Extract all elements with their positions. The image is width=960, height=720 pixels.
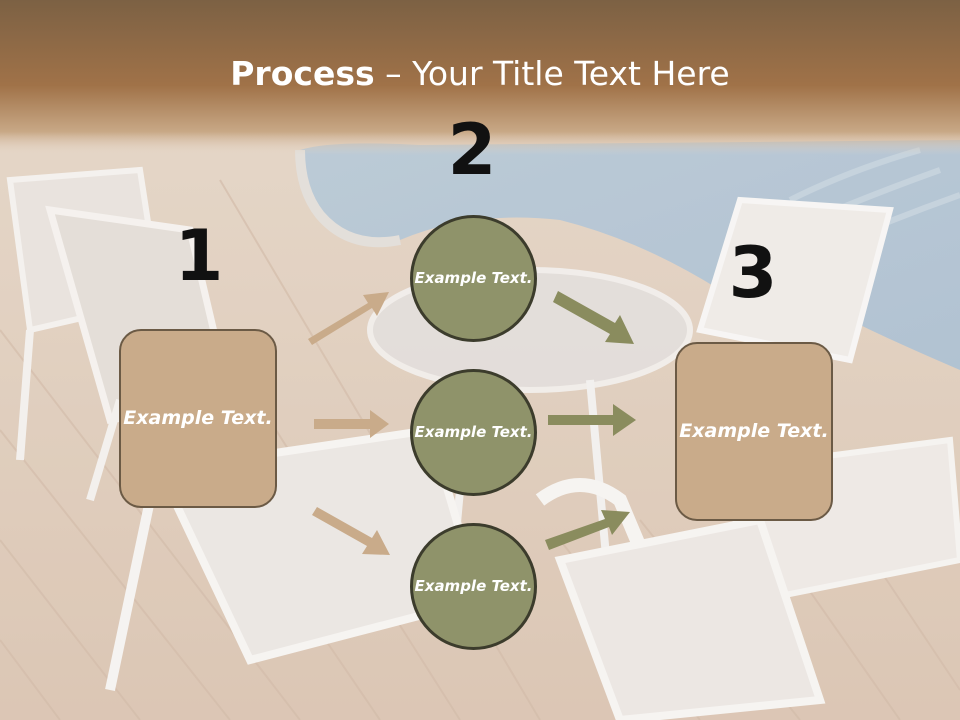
step-number-1: 1	[174, 215, 224, 297]
step3-box-label: Example Text.	[679, 420, 829, 442]
step1-box[interactable]: Example Text.	[119, 329, 277, 508]
step2-circle-1[interactable]: Example Text.	[410, 215, 537, 342]
circle-1-label: Example Text.	[414, 269, 533, 287]
arrow-box1-to-circle1	[308, 292, 389, 345]
arrow-box1-to-circle2	[314, 410, 389, 438]
step1-box-label: Example Text.	[123, 407, 273, 429]
arrow-circle1-to-box3	[553, 291, 634, 344]
step-number-3: 3	[728, 232, 778, 314]
slide-title: Process – Your Title Text Here	[0, 52, 960, 96]
step3-box[interactable]: Example Text.	[675, 342, 833, 521]
step2-circle-3[interactable]: Example Text.	[410, 523, 537, 650]
circle-3-label: Example Text.	[414, 577, 533, 595]
step2-circle-2[interactable]: Example Text.	[410, 369, 537, 496]
step-number-2: 2	[447, 109, 497, 191]
circle-2-label: Example Text.	[414, 423, 533, 441]
arrow-box1-to-circle3	[312, 507, 390, 555]
arrow-circle2-to-box3	[548, 404, 636, 436]
arrow-circle3-to-box3	[545, 510, 630, 550]
title-rest: – Your Title Text Here	[374, 54, 730, 93]
title-bold: Process	[230, 54, 375, 93]
